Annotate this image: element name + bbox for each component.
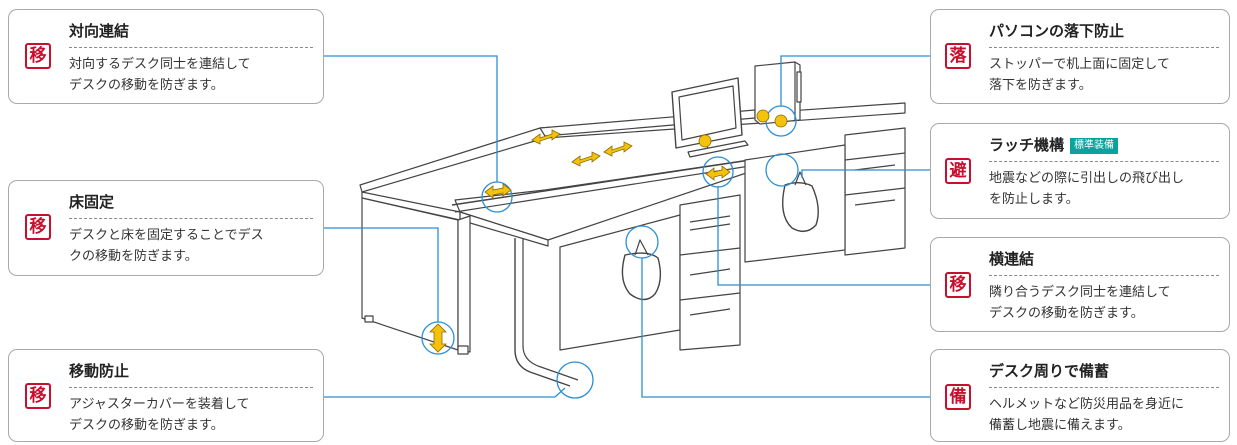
arrow-icon [705, 165, 731, 181]
card-divider [989, 161, 1219, 162]
card-title: 移動防止 [69, 362, 130, 380]
card-description: ヘルメットなど防災用品を身近に 備蓄し地震に備えます。 [989, 397, 1185, 433]
badge-ido-icon: 移 [945, 272, 971, 298]
card-divider [69, 47, 313, 48]
badge-ido-icon: 移 [25, 214, 51, 240]
badge-bi-icon: 備 [945, 384, 971, 410]
circle-idou [556, 361, 594, 399]
feature-card-idou: 移 移動防止 アジャスターカバーを装着して デスクの移動を防ぎます。 [8, 349, 324, 442]
card-description: 隣り合うデスク同士を連結して デスクの移動を防ぎます。 [989, 285, 1171, 321]
line-taikou [323, 55, 498, 182]
circle-taikou [481, 181, 513, 213]
line-yoko [717, 186, 930, 286]
card-description: 地震などの際に引出しの飛び出し を防止します。 [989, 171, 1185, 207]
line-idou [323, 387, 566, 398]
card-divider [69, 218, 313, 219]
card-description: アジャスターカバーを装着して デスクの移動を防ぎます。 [69, 397, 250, 433]
stopper-icon [698, 134, 712, 148]
arrow-icon [531, 129, 561, 145]
card-divider [989, 275, 1219, 276]
leg-frame [514, 238, 571, 387]
badge-raku-icon: 落 [945, 43, 971, 69]
card-divider [989, 387, 1219, 388]
standard-equipment-tag: 標準装備 [1070, 138, 1119, 154]
badge-ido-icon: 移 [25, 43, 51, 69]
stopper-icon [774, 114, 788, 128]
card-description: ストッパーで机上面に固定して 落下を防ぎます。 [989, 57, 1170, 93]
arrow-icon [603, 141, 633, 157]
line-bichiku [641, 258, 930, 398]
circle-yuka [421, 321, 455, 355]
badge-ido-icon: 移 [25, 383, 51, 409]
stopper-icon [756, 109, 770, 123]
feature-card-latch: 避 ラッチ機構標準装備 地震などの際に引出しの飛び出し を防止します。 [930, 123, 1230, 219]
line-pc [780, 55, 930, 106]
card-title: 対向連結 [69, 22, 130, 40]
feature-card-taikou: 移 対向連結 対向するデスク同士を連結して デスクの移動を防ぎます。 [8, 9, 324, 104]
arrow-icon [429, 323, 447, 353]
line-latch [801, 169, 930, 178]
line-yuka [323, 227, 439, 322]
arrow-icon [484, 183, 512, 199]
card-divider [69, 387, 313, 388]
helmet-bag-right [782, 182, 819, 233]
feature-card-pc: 落 パソコンの落下防止 ストッパーで机上面に固定して 落下を防ぎます。 [930, 9, 1230, 104]
card-description: 対向するデスク同士を連結して デスクの移動を防ぎます。 [69, 57, 251, 93]
circle-latch [765, 153, 799, 187]
card-title: パソコンの落下防止 [989, 22, 1125, 40]
circle-yoko [702, 156, 734, 188]
feature-card-bichiku: 備 デスク周りで備蓄 ヘルメットなど防災用品を身近に 備蓄し地震に備えます。 [930, 349, 1230, 442]
card-title: ラッチ機構標準装備 [989, 134, 1119, 155]
circle-bichiku [625, 225, 659, 259]
card-title: 床固定 [69, 193, 115, 211]
arrow-icon [571, 151, 601, 167]
card-description: デスクと床を固定することでデス クの移動を防ぎます。 [69, 228, 264, 264]
badge-hi-icon: 避 [945, 158, 971, 184]
card-divider [989, 47, 1219, 48]
side-panel [361, 197, 459, 351]
card-title: デスク周りで備蓄 [989, 362, 1110, 380]
feature-card-yoko: 移 横連結 隣り合うデスク同士を連結して デスクの移動を防ぎます。 [930, 237, 1230, 332]
feature-card-yuka: 移 床固定 デスクと床を固定することでデス クの移動を防ぎます。 [8, 180, 324, 276]
card-title: 横連結 [989, 250, 1035, 268]
